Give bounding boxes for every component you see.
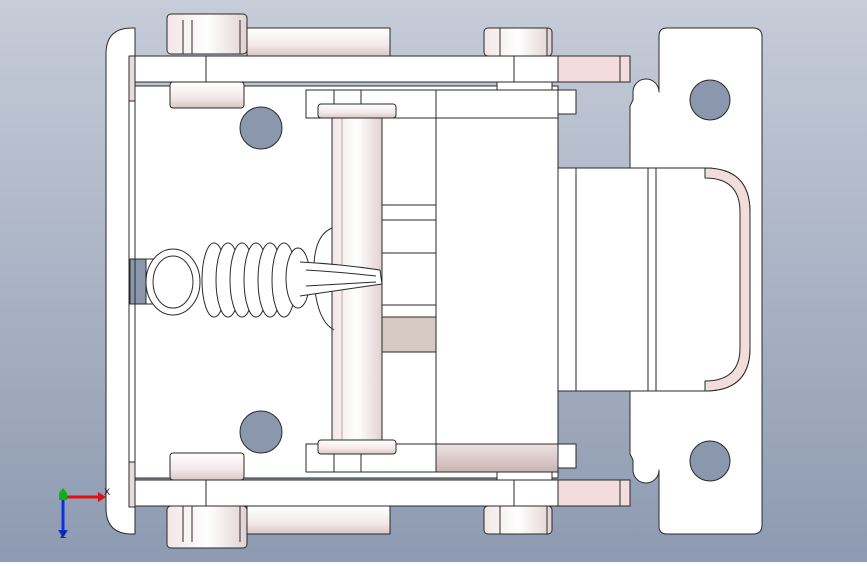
latch-tongue[interactable] xyxy=(554,167,751,392)
bottom-pin-right-head[interactable] xyxy=(483,505,553,535)
bottom-link-bar[interactable] xyxy=(134,479,631,507)
left-housing-inner xyxy=(128,461,136,508)
block-side-right xyxy=(557,89,577,115)
left-housing-inner xyxy=(128,55,136,102)
block-side-right xyxy=(557,443,577,469)
plate-hole-bottom xyxy=(239,410,283,454)
top-pin-collar xyxy=(169,81,245,109)
top-pin-left-head[interactable] xyxy=(166,13,248,55)
bottom-pin-left-head[interactable] xyxy=(166,505,248,549)
bracket-hole-bottom xyxy=(689,440,731,482)
central-block[interactable] xyxy=(435,89,559,473)
bottom-pin-collar xyxy=(169,452,245,481)
bottom-pin-left-body xyxy=(246,505,391,535)
top-link-pink xyxy=(557,55,631,83)
block-bottom-shade xyxy=(435,443,559,473)
left-housing-frame[interactable] xyxy=(105,27,136,535)
bottom-pin-collar xyxy=(496,471,553,481)
top-pin-collar xyxy=(496,81,553,91)
plate-hole-top xyxy=(239,106,283,150)
top-pin-left-body xyxy=(246,27,391,57)
shaft-cap-top xyxy=(317,103,397,119)
top-link-bar[interactable] xyxy=(134,55,631,83)
torsion-spring[interactable] xyxy=(145,242,383,318)
triad-x-arrow xyxy=(98,492,106,502)
triad-y-arrow xyxy=(59,488,67,500)
triad-z-label: Z xyxy=(60,531,67,541)
side-slot xyxy=(129,258,149,305)
inner-plate-window xyxy=(381,204,437,254)
latch-tongue-edge xyxy=(704,167,751,392)
inner-plate-shade xyxy=(381,316,437,353)
shaft-cap-bottom xyxy=(317,439,397,455)
coordinate-triad xyxy=(58,488,106,538)
triad-x-label: X xyxy=(104,488,111,498)
bottom-link-pink xyxy=(557,479,631,507)
inner-plate xyxy=(381,117,437,445)
triad-z-arrow xyxy=(58,530,68,538)
bracket-hole-top xyxy=(689,79,731,121)
top-pin-right-head[interactable] xyxy=(483,27,553,57)
